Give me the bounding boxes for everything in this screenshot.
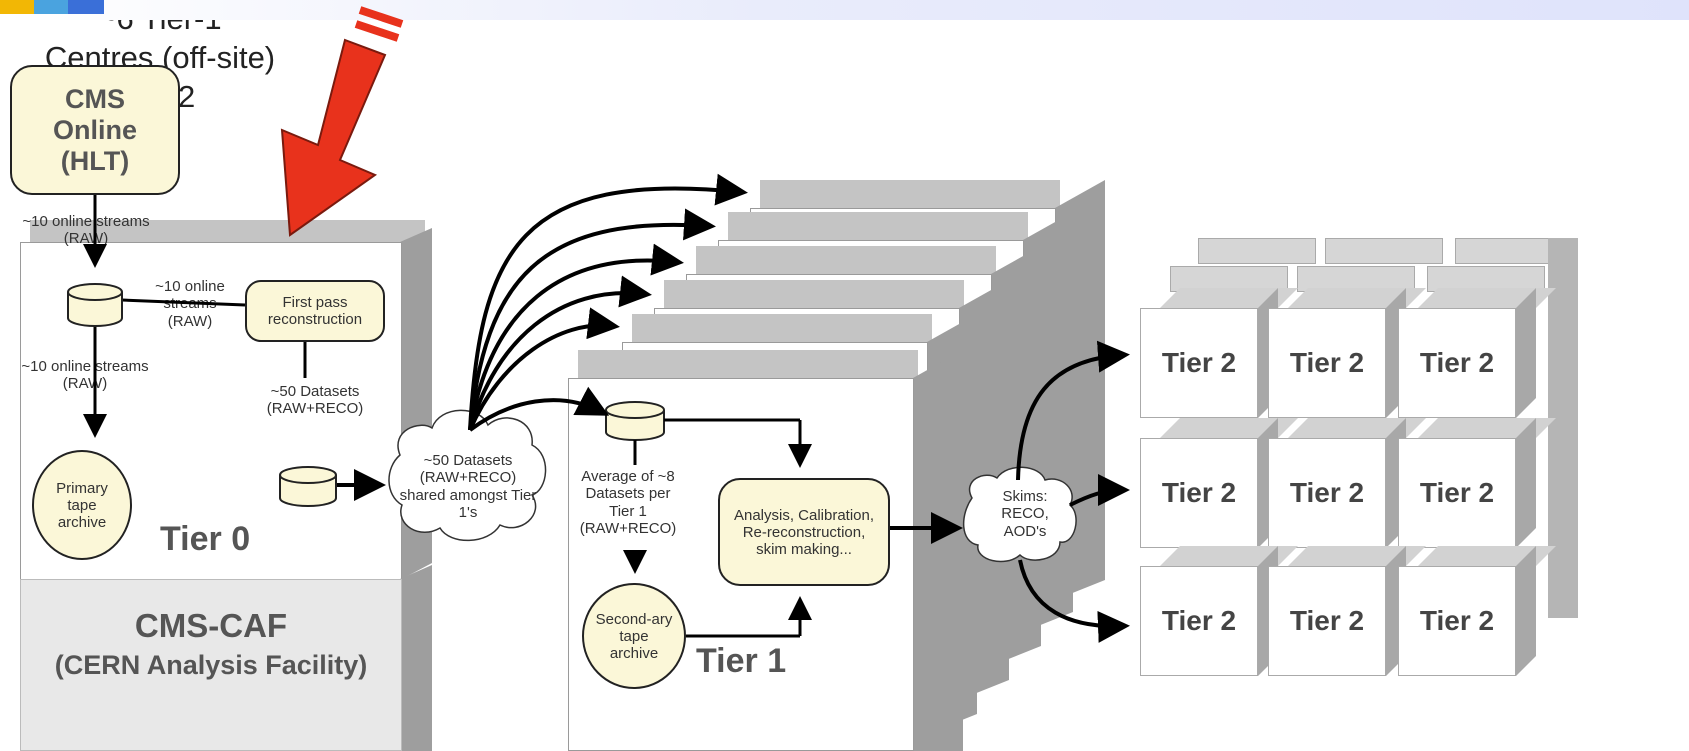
tier2-cube-label: Tier 2	[1268, 438, 1386, 548]
tier2-cube-label: Tier 2	[1268, 308, 1386, 418]
tier2-cube: Tier 2	[1398, 288, 1556, 418]
tier0-datasets: ~50 Datasets (RAW+RECO)	[266, 383, 364, 418]
tier2-cube: Tier 2	[1398, 418, 1556, 548]
cms-online-line3: (HLT)	[60, 145, 130, 176]
secondary-tape-circle: Second-ary tape archive	[582, 583, 686, 689]
tier2-cube: Tier 2	[1398, 546, 1556, 676]
tier2-cube-label: Tier 2	[1140, 566, 1258, 676]
cms-online-box: CMS Online (HLT)	[10, 65, 180, 195]
caf-box	[20, 565, 435, 751]
primary-tape-circle: Primary tape archive	[32, 450, 132, 560]
tier2-cube: Tier 2	[1268, 288, 1426, 418]
analysis-box: Analysis, Calibration, Re-reconstruction…	[718, 478, 890, 586]
logo	[0, 0, 110, 14]
tier2-cube-label: Tier 2	[1268, 566, 1386, 676]
tier2-cube-label: Tier 2	[1398, 566, 1516, 676]
cms-online-line2: Online	[52, 114, 137, 145]
tier0-disk-icon	[67, 283, 123, 327]
tier2-cube-label: Tier 2	[1140, 438, 1258, 548]
tier2-arrows	[1016, 340, 1130, 643]
tier2-cube: Tier 2	[1140, 546, 1298, 676]
tier1-average: Average of ~8 Datasets per Tier 1 (RAW+R…	[579, 468, 677, 537]
highlight-arrow	[280, 6, 404, 237]
caf-title: CMS-CAF	[134, 607, 288, 644]
skims-cloud	[962, 466, 1077, 563]
tier0-datasets-disk-icon	[279, 466, 337, 507]
header-banner	[0, 0, 1689, 20]
tier2-cube: Tier 2	[1268, 546, 1426, 676]
tier2-cube-label: Tier 2	[1398, 438, 1516, 548]
cms-online-line1: CMS	[65, 83, 125, 114]
skims-cloud-text: Skims: RECO, AOD's	[1001, 488, 1049, 540]
tier1-label: Tier 1	[696, 642, 787, 680]
tier1-fanout-arrows	[468, 173, 748, 432]
tier1-disk-icon	[605, 401, 665, 441]
tier0-streams-top: ~10 online streams (RAW)	[22, 213, 150, 248]
first-pass-box: First pass reconstruction	[245, 280, 385, 342]
datasets-cloud	[388, 409, 547, 542]
tier0-label: Tier 0	[160, 520, 251, 558]
tier2-cube-label: Tier 2	[1140, 308, 1258, 418]
tier2-cube-label: Tier 2	[1398, 308, 1516, 418]
caf-subtitle: (CERN Analysis Facility)	[54, 650, 368, 680]
tier2-cube: Tier 2	[1140, 288, 1298, 418]
datasets-cloud-text: ~50 Datasets (RAW+RECO) shared amongst T…	[399, 452, 537, 521]
